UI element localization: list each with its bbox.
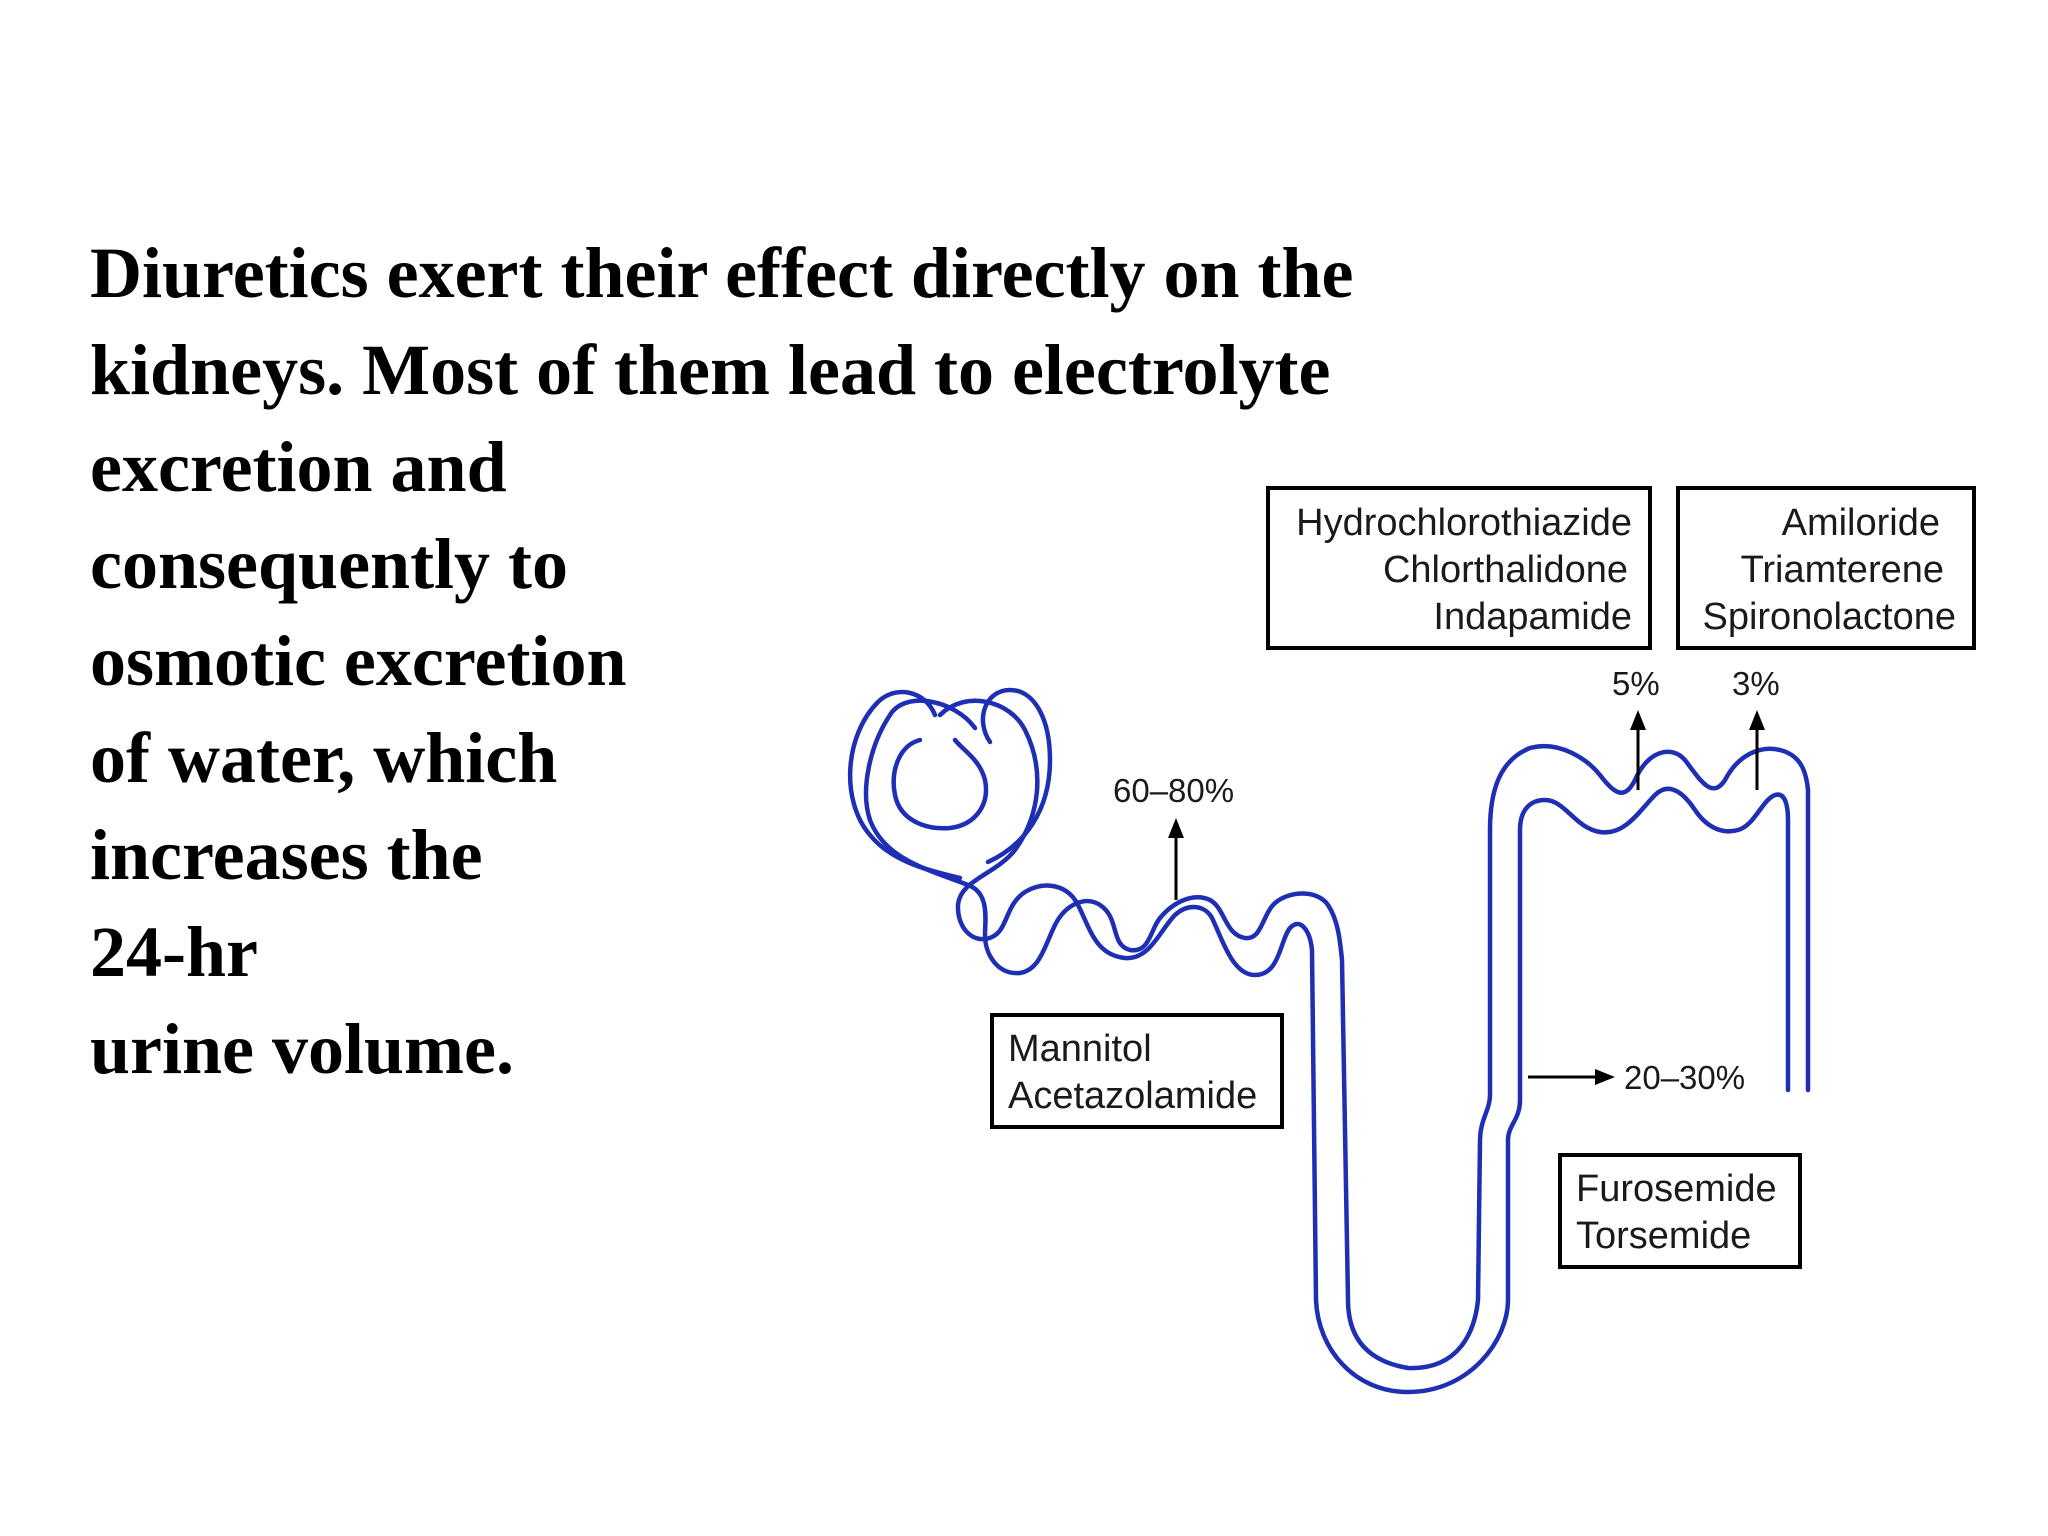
slide-text-line: excretion and xyxy=(90,427,507,507)
distal-reabsorption-indicator: 5% xyxy=(1612,665,1660,790)
arrowhead xyxy=(1749,710,1765,730)
drug-label: Triamterene xyxy=(1741,549,1944,591)
drug-label: Mannitol xyxy=(1008,1028,1152,1070)
bowmans-capsule-right-curve xyxy=(980,687,1053,865)
arrowhead xyxy=(1595,1069,1615,1085)
drug-label: Furosemide xyxy=(1576,1168,1777,1210)
arrowhead xyxy=(1630,710,1646,730)
bowmans-capsule-inner-curve xyxy=(891,737,989,831)
loop-of-henle-drug-box: Furosemide Torsemide xyxy=(1558,1153,1802,1269)
drug-label: Chlorthalidone xyxy=(1383,549,1628,591)
bowmans-capsule xyxy=(847,687,1053,881)
reabsorption-percent: 5% xyxy=(1612,665,1660,702)
slide-text-line: consequently to xyxy=(90,524,569,604)
nephron-walls xyxy=(863,698,1811,1395)
collecting-duct-drug-box: Amiloride Triamterene Spironolactone xyxy=(1676,486,1976,650)
bowmans-capsule-outer-curve xyxy=(847,689,963,881)
slide-text-line: kidneys. Most of them lead to electrolyt… xyxy=(90,330,1331,410)
slide-text-line: increases the xyxy=(90,815,483,895)
drug-label: Hydrochlorothiazide xyxy=(1296,502,1632,544)
slide-text-line: osmotic excretion xyxy=(90,621,627,701)
slide-text-line: 24-hr xyxy=(90,912,258,992)
capsule-outer-wall xyxy=(863,698,1811,1371)
drug-label: Acetazolamide xyxy=(1008,1075,1257,1117)
drug-label: Spironolactone xyxy=(1702,596,1956,638)
tubule-inner-wall xyxy=(937,698,1791,1395)
slide-body-text: Diuretics exert their effect directly on… xyxy=(90,225,1550,1098)
proximal-tubule-drug-box: Mannitol Acetazolamide xyxy=(990,1013,1284,1129)
distal-tubule-drug-box: Hydrochlorothiazide Chlorthalidone Indap… xyxy=(1266,486,1652,650)
loop-reabsorption-indicator: 20–30% xyxy=(1528,1059,1745,1096)
collecting-drug-box-frame xyxy=(1676,486,1976,650)
drug-label: Indapamide xyxy=(1433,596,1632,638)
reabsorption-percent: 60–80% xyxy=(1113,772,1234,809)
distal-drug-box-frame xyxy=(1266,486,1652,650)
proximal-reabsorption-indicator: 60–80% xyxy=(1113,772,1234,900)
slide-text-line: urine volume. xyxy=(90,1009,514,1089)
reabsorption-percent: 20–30% xyxy=(1624,1059,1745,1096)
slide-text-line: of water, which xyxy=(90,718,558,798)
collecting-reabsorption-indicator: 3% xyxy=(1732,665,1780,790)
drug-label: Amiloride xyxy=(1782,502,1940,544)
drug-label: Torsemide xyxy=(1576,1215,1751,1257)
reabsorption-percent: 3% xyxy=(1732,665,1780,702)
loop-drug-box-frame xyxy=(1558,1153,1802,1269)
slide-text-line: Diuretics exert their effect directly on… xyxy=(90,233,1354,313)
arrowhead xyxy=(1168,818,1184,838)
proximal-drug-box-frame xyxy=(990,1013,1284,1129)
